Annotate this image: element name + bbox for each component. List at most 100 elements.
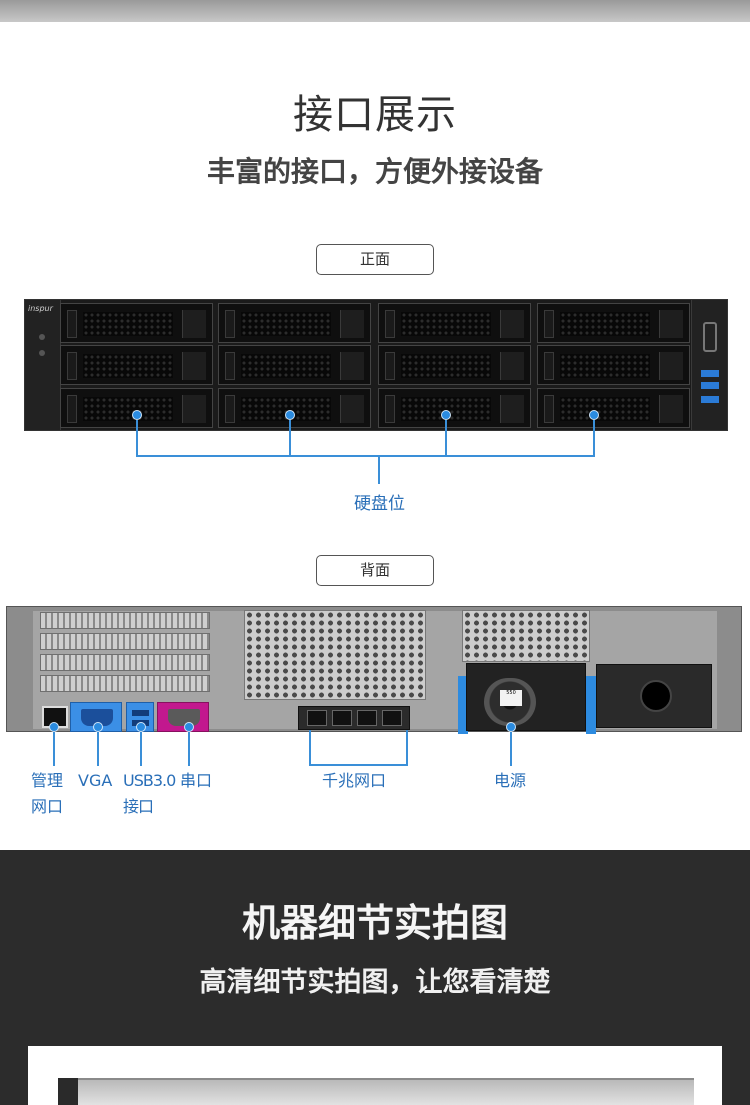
front-usb-port-icon bbox=[701, 370, 719, 377]
callout-line bbox=[309, 764, 408, 766]
callout-line bbox=[510, 732, 512, 766]
drive-bay-handle bbox=[544, 352, 554, 380]
drive-bay-latch bbox=[182, 395, 206, 423]
rear-port-marker bbox=[506, 722, 516, 732]
pcie-slot-cover bbox=[40, 633, 210, 650]
front-right-ear bbox=[691, 300, 727, 430]
drive-bay-latch bbox=[659, 310, 683, 338]
drive-bay-mesh bbox=[83, 354, 173, 378]
callout-line bbox=[593, 420, 595, 456]
drive-bay-handle bbox=[67, 352, 77, 380]
drive-bay-handle bbox=[67, 310, 77, 338]
drive-bay-marker bbox=[441, 410, 451, 420]
front-usb-port-icon bbox=[701, 396, 719, 403]
management-port-callout-line2: 网口 bbox=[31, 797, 64, 816]
drive-bay-latch bbox=[500, 395, 524, 423]
drive-bay bbox=[378, 388, 531, 428]
drive-bay-handle bbox=[544, 310, 554, 338]
callout-line bbox=[445, 420, 447, 456]
pcie-slot-cover bbox=[40, 612, 210, 629]
front-vga-port-icon bbox=[703, 322, 717, 352]
drive-bay-mesh bbox=[83, 312, 173, 336]
drive-bay-handle bbox=[225, 310, 235, 338]
callout-line bbox=[136, 420, 138, 456]
drive-bay-latch bbox=[182, 310, 206, 338]
callout-line bbox=[53, 732, 55, 766]
drive-bay bbox=[218, 303, 371, 343]
drive-bay-latch bbox=[340, 310, 364, 338]
top-image-strip bbox=[0, 0, 750, 22]
drive-bay bbox=[537, 388, 690, 428]
detail-section-title: 机器细节实拍图 bbox=[241, 901, 508, 945]
drive-bay-callout: 硬盘位 bbox=[354, 494, 405, 514]
psu-rating-label: 550 bbox=[500, 690, 522, 706]
brand-logo: inspur bbox=[28, 304, 53, 313]
drive-bay-latch bbox=[500, 352, 524, 380]
drive-bay bbox=[378, 303, 531, 343]
interface-section-subtitle: 丰富的接口，方便外接设备 bbox=[206, 155, 543, 188]
drive-bay-mesh bbox=[241, 354, 331, 378]
drive-bay-latch bbox=[500, 310, 524, 338]
rj45-port-icon bbox=[307, 710, 327, 726]
rj45-port-icon bbox=[332, 710, 352, 726]
drive-bay-mesh bbox=[401, 354, 491, 378]
drive-bay-marker bbox=[589, 410, 599, 420]
drive-bay-handle bbox=[385, 310, 395, 338]
callout-line bbox=[136, 455, 595, 457]
drive-bay bbox=[218, 345, 371, 385]
front-view-label: 正面 bbox=[316, 244, 434, 275]
gigabit-nic-callout: 千兆网口 bbox=[322, 771, 387, 790]
psu-blank-opening bbox=[640, 680, 672, 712]
rj45-port-icon bbox=[382, 710, 402, 726]
usb-port-highlight bbox=[126, 702, 154, 732]
front-left-ear: inspur bbox=[25, 300, 61, 430]
drive-bay-mesh bbox=[401, 312, 491, 336]
drive-bay-handle bbox=[385, 352, 395, 380]
usb-slot-icon bbox=[132, 710, 149, 716]
drive-bay-handle bbox=[67, 395, 77, 423]
usb-callout: USB3.0 接口 bbox=[123, 768, 176, 820]
callout-line bbox=[140, 732, 142, 766]
drive-bay-mesh bbox=[560, 397, 650, 421]
serial-port-highlight bbox=[157, 702, 209, 732]
drive-bay bbox=[537, 345, 690, 385]
vga-connector-icon bbox=[81, 709, 113, 726]
drive-bay-latch bbox=[659, 395, 683, 423]
rear-port-marker bbox=[136, 722, 146, 732]
rj45-port-icon bbox=[357, 710, 377, 726]
rear-port-marker bbox=[184, 722, 194, 732]
rear-port-marker bbox=[93, 722, 103, 732]
usb-callout-line2: 接口 bbox=[123, 797, 154, 816]
drive-bay-latch bbox=[340, 395, 364, 423]
callout-line bbox=[289, 420, 291, 456]
drive-bay-marker bbox=[285, 410, 295, 420]
vga-port-highlight bbox=[70, 702, 122, 732]
callout-line bbox=[97, 732, 99, 766]
pcie-slot-cover bbox=[40, 654, 210, 671]
drive-bay-handle bbox=[385, 395, 395, 423]
callout-line bbox=[378, 456, 380, 484]
power-button-icon bbox=[39, 334, 45, 340]
drive-bay bbox=[537, 303, 690, 343]
management-port-callout-line1: 管理 bbox=[31, 771, 64, 790]
rear-vent-grille bbox=[244, 610, 426, 700]
serial-connector-icon bbox=[168, 709, 200, 726]
callout-line bbox=[406, 730, 408, 764]
detail-photo-bracket bbox=[58, 1078, 78, 1105]
drive-bay-handle bbox=[544, 395, 554, 423]
psu-release-tab bbox=[458, 676, 468, 734]
drive-bay-handle bbox=[225, 395, 235, 423]
drive-bay-mesh bbox=[560, 354, 650, 378]
interface-section-title: 接口展示 bbox=[293, 92, 457, 138]
drive-bay-handle bbox=[225, 352, 235, 380]
rear-view-label: 背面 bbox=[316, 555, 434, 586]
serial-callout: 串口 bbox=[180, 771, 213, 790]
drive-bay-latch bbox=[659, 352, 683, 380]
drive-bay-mesh bbox=[83, 397, 173, 421]
front-usb-port-icon bbox=[701, 382, 719, 389]
callout-line bbox=[188, 732, 190, 766]
rear-vent-grille bbox=[462, 610, 590, 662]
drive-bay-latch bbox=[340, 352, 364, 380]
drive-bay bbox=[218, 388, 371, 428]
detail-section-subtitle: 高清细节实拍图，让您看清楚 bbox=[199, 967, 551, 998]
